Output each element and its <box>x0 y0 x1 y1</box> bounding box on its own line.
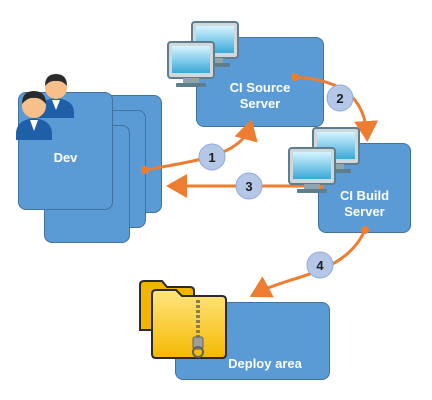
step-badge-1: 1 <box>198 143 226 171</box>
ci-build-server-label: CI Build Server <box>318 188 411 220</box>
step-badge-3-text: 3 <box>245 179 252 194</box>
computers-icon-build <box>288 127 360 193</box>
arrow-1-start-dot <box>141 166 149 174</box>
step-badge-4: 4 <box>306 251 334 279</box>
arrow-1-dev-to-source <box>144 119 258 172</box>
step-badge-3: 3 <box>235 172 263 200</box>
ci-source-server-box <box>196 37 324 127</box>
step-badge-2: 2 <box>326 84 354 112</box>
ci-build-label-line2: Server <box>344 204 385 219</box>
deploy-area-label: Deploy area <box>228 356 302 371</box>
step-badge-2-text: 2 <box>336 91 343 106</box>
computers-icon-source <box>167 21 239 87</box>
step-badge-4-text: 4 <box>316 258 324 273</box>
ci-source-server-label: CI Source Server <box>196 80 324 112</box>
dev-label: Dev <box>53 150 78 165</box>
arrow-4-start-dot <box>361 226 369 234</box>
arrow-2-start-dot <box>291 73 299 81</box>
users-icon <box>16 74 74 140</box>
ci-source-label-line1: CI Source <box>229 80 291 95</box>
ci-build-label-line1: CI Build <box>339 188 390 203</box>
step-badge-1-text: 1 <box>208 150 215 165</box>
ci-source-label-line2: Server <box>239 96 281 111</box>
zip-folder-icon <box>139 280 227 359</box>
